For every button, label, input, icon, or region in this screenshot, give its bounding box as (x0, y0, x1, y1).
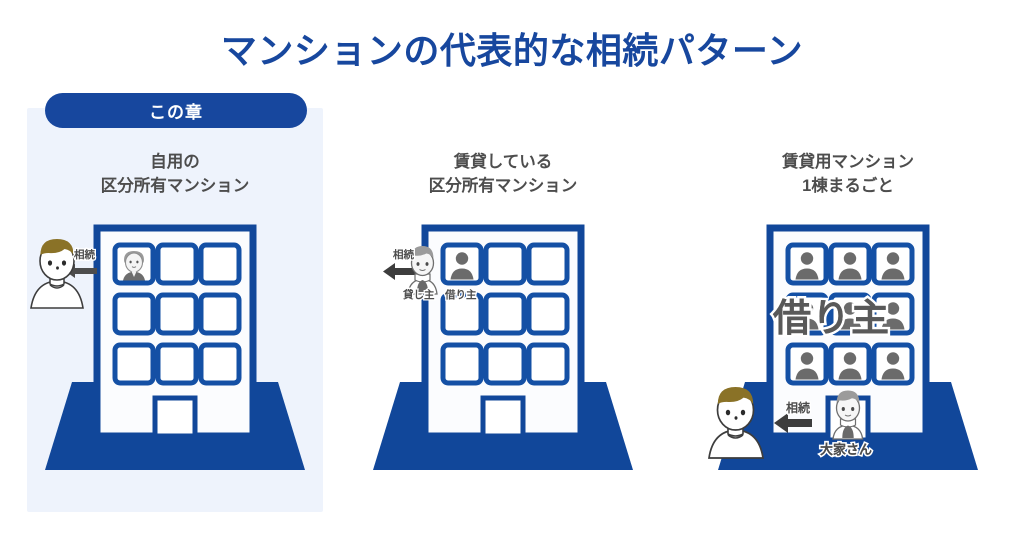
building-door (152, 395, 198, 439)
panel-self-use-condo: 自用の 区分所有マンション (27, 108, 323, 512)
elderly-person-photo-icon (832, 390, 864, 440)
window (198, 242, 242, 286)
window (440, 342, 484, 386)
landlord-label: 貸し主 (402, 288, 436, 303)
inheritance-arrow-icon (383, 263, 417, 280)
young-person-icon (30, 239, 84, 309)
window (526, 242, 570, 286)
young-person-icon (708, 387, 764, 459)
panel-heading: 自用の 区分所有マンション (100, 153, 250, 195)
chapter-badge: この章 (45, 93, 307, 128)
window (526, 292, 570, 336)
person-silhouette-icon (795, 352, 819, 380)
tenant-label: 借り主 (444, 288, 478, 303)
person-silhouette-icon (881, 302, 905, 330)
window (198, 292, 242, 336)
panel-heading: 賃貸用マンション 1棟まるごと (782, 153, 914, 195)
landlord-label-outline: 大家さん (818, 440, 873, 458)
person-silhouette-icon (450, 252, 474, 280)
building-scene (700, 108, 996, 512)
window (155, 292, 199, 336)
chapter-badge-label: この章 (149, 103, 203, 122)
window (483, 342, 527, 386)
window (112, 292, 156, 336)
building-scene (27, 108, 323, 512)
window (112, 342, 156, 386)
tenant-overlay-label: 借り主 (773, 298, 891, 340)
person-silhouette-icon (838, 302, 862, 330)
inheritance-label: 相続 (785, 400, 812, 417)
panel-whole-rental-building: 賃貸用マンション 1棟まるごと (700, 108, 996, 512)
window (440, 292, 484, 336)
window (526, 342, 570, 386)
elderly-person-photo-icon (117, 247, 151, 281)
inheritance-arrow-icon (774, 413, 812, 433)
person-silhouette-icon (795, 302, 819, 330)
building-door (480, 395, 526, 439)
elderly-person-photo-icon (407, 246, 438, 295)
window (483, 292, 527, 336)
panel-heading: 賃貸している 区分所有マンション (428, 153, 578, 195)
person-silhouette-icon (881, 352, 905, 380)
person-silhouette-icon (838, 352, 862, 380)
window (198, 342, 242, 386)
landlord-label: 大家さん (820, 442, 873, 457)
window (155, 242, 199, 286)
person-silhouette-icon (881, 252, 905, 280)
tenant-overlay-label-outline: 借り主 (770, 296, 891, 343)
inheritance-label: 相続 (73, 248, 97, 263)
person-silhouette-icon (838, 252, 862, 280)
person-silhouette-icon (795, 252, 819, 280)
inheritance-label: 相続 (392, 248, 416, 263)
page-title: マンションの代表的な相続パターン (220, 30, 804, 71)
panel-rented-condo-unit: 賃貸している 区分所有マンション (355, 108, 651, 512)
window (155, 342, 199, 386)
window (483, 242, 527, 286)
building-scene (355, 108, 651, 512)
